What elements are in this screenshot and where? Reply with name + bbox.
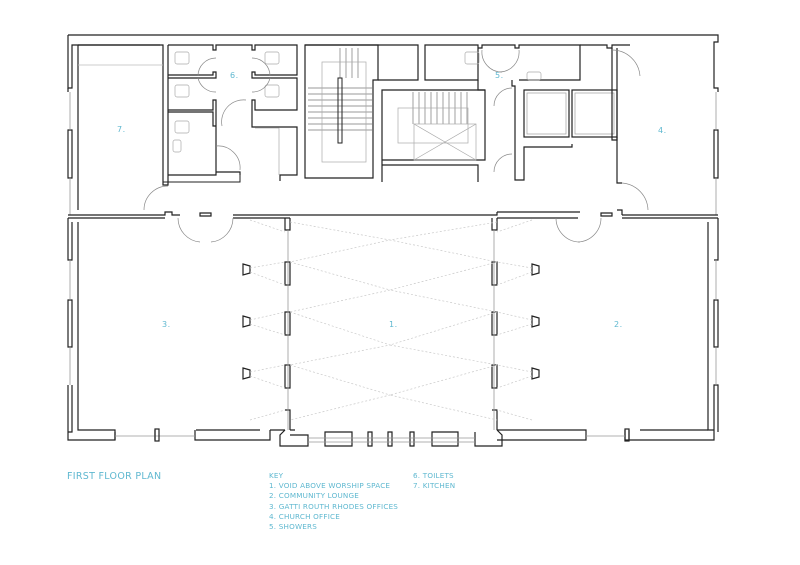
outer-wall-top xyxy=(67,34,719,92)
room-label-6: 6. xyxy=(230,71,239,80)
legend-item: 7. KITCHEN xyxy=(413,481,456,491)
legend-item: 2. COMMUNITY LOUNGE xyxy=(269,491,359,501)
stair-core-right xyxy=(381,89,486,182)
lift-shaft-2 xyxy=(571,89,618,138)
drawing-title: FIRST FLOOR PLAN xyxy=(67,471,162,482)
room-label-5: 5. xyxy=(495,71,504,80)
legend-heading: KEY xyxy=(269,471,284,480)
legend-key-column-2: 6. TOILETS 7. KITCHEN xyxy=(413,471,455,491)
legend-item: 5. SHOWERS xyxy=(269,522,317,532)
room-3-walls xyxy=(67,218,116,441)
kitchen-wall xyxy=(78,44,169,186)
outer-wall-left-north xyxy=(67,88,73,179)
legend-item: 3. GATTI ROUTH RHODES OFFICES xyxy=(269,501,399,511)
legend-item: 6. TOILETS xyxy=(413,471,454,480)
room-2-walls xyxy=(497,218,719,441)
room-label-3: 3. xyxy=(162,320,171,329)
legend-item: 1. VOID ABOVE WORSHIP SPACE xyxy=(269,481,391,491)
legend-key: KEY 1. VOID ABOVE WORSHIP SPACE 2. COMMU… xyxy=(269,471,398,532)
room-label-1: 1. xyxy=(389,320,398,329)
legend-item: 4. CHURCH OFFICE xyxy=(269,511,340,521)
room-label-7: 7. xyxy=(117,125,126,134)
room-label-4: 4. xyxy=(658,126,667,135)
corridor-wall xyxy=(68,211,718,217)
room-label-2: 2. xyxy=(614,320,623,329)
toilet-block xyxy=(168,44,298,181)
lift-shaft-1 xyxy=(523,89,570,138)
